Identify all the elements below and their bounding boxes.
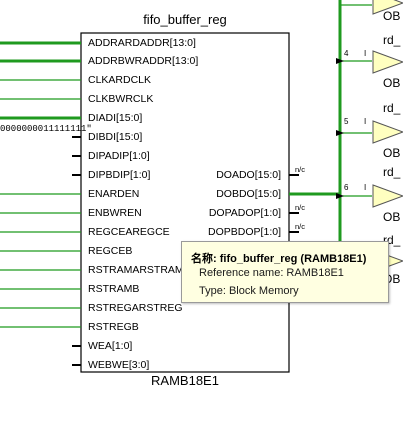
ramb18e1-cell-body[interactable]	[80, 32, 290, 373]
pin-enarden[interactable]: ENARDEN	[88, 188, 140, 200]
nc-label-dopbdop: n/c	[295, 222, 306, 231]
pin-addrbwraddr[interactable]: ADDRBWRADDR[13:0]	[88, 55, 199, 67]
buffer-input-marker: I	[364, 49, 367, 58]
pin-clkardclk[interactable]: CLKARDCLK	[88, 74, 152, 86]
tooltip-title-prefix: 名称:	[191, 253, 217, 265]
cell-tooltip: 名称: fifo_buffer_reg (RAMB18E1) Reference…	[181, 241, 389, 303]
pin-diadi[interactable]: DIADI[15:0]	[88, 112, 143, 124]
net-index-6: 6	[344, 183, 349, 192]
output-bus	[336, 0, 372, 270]
pin-webwe[interactable]: WEBWE[3:0]	[88, 359, 150, 371]
pin-wea[interactable]: WEA[1:0]	[88, 340, 133, 352]
buffer-input-marker: I	[364, 117, 367, 126]
buffer-label-ob: OB	[383, 210, 401, 224]
pin-dopadop[interactable]: DOPADOP[1:0]	[208, 207, 281, 219]
tooltip-title: 名称: fifo_buffer_reg (RAMB18E1)	[191, 250, 366, 266]
pin-doado[interactable]: DOADO[15:0]	[216, 169, 281, 181]
pin-dobdo[interactable]: DOBDO[15:0]	[216, 188, 281, 200]
nc-label-doado: n/c	[295, 165, 306, 174]
dibdi-constant-value: 0000000011111111"	[0, 124, 92, 134]
cell-instance-name: fifo_buffer_reg	[143, 12, 227, 27]
buffer-label-rd: rd_	[383, 101, 401, 115]
buffer-label-ob: OB	[383, 146, 401, 160]
tooltip-reference: Reference name: RAMB18E1	[199, 267, 344, 279]
pin-rstregb[interactable]: RSTREGB	[88, 321, 139, 333]
pin-rstramarstram[interactable]: RSTRAMARSTRAM	[88, 264, 184, 276]
buffer-label-ob: OB	[383, 76, 401, 90]
nc-label-dopadop: n/c	[295, 203, 306, 212]
pin-dipbdip[interactable]: DIPBDIP[1:0]	[88, 169, 151, 181]
buffer-label-ob: OB	[383, 9, 401, 23]
pin-dibdi[interactable]: DIBDI[15:0]	[88, 131, 143, 143]
cell-type-name: RAMB18E1	[151, 373, 219, 388]
net-index-4: 4	[344, 49, 349, 58]
buffer-label-rd: rd_	[383, 165, 401, 179]
output-wires	[289, 174, 340, 233]
buffer-label-rd: rd_	[383, 33, 401, 47]
pin-enbwren[interactable]: ENBWREN	[88, 207, 142, 219]
pin-dipadip[interactable]: DIPADIP[1:0]	[88, 150, 150, 162]
buffer-input-marker: I	[364, 183, 367, 192]
pin-rstregarstreg[interactable]: RSTREGARSTREG	[88, 302, 183, 314]
pin-regceb[interactable]: REGCEB	[88, 245, 133, 257]
pin-regcearegce[interactable]: REGCEAREGCE	[88, 226, 170, 238]
net-index-5: 5	[344, 117, 349, 126]
pin-dopbdop[interactable]: DOPBDOP[1:0]	[208, 226, 281, 238]
pin-rstramb[interactable]: RSTRAMB	[88, 283, 140, 295]
tooltip-type: Type: Block Memory	[199, 285, 299, 297]
tooltip-title-value: fifo_buffer_reg (RAMB18E1)	[219, 253, 367, 265]
pin-clkbwrclk[interactable]: CLKBWRCLK	[88, 93, 154, 105]
pin-addrardaddr[interactable]: ADDRARDADDR[13:0]	[88, 37, 196, 49]
input-wires	[0, 41, 81, 366]
